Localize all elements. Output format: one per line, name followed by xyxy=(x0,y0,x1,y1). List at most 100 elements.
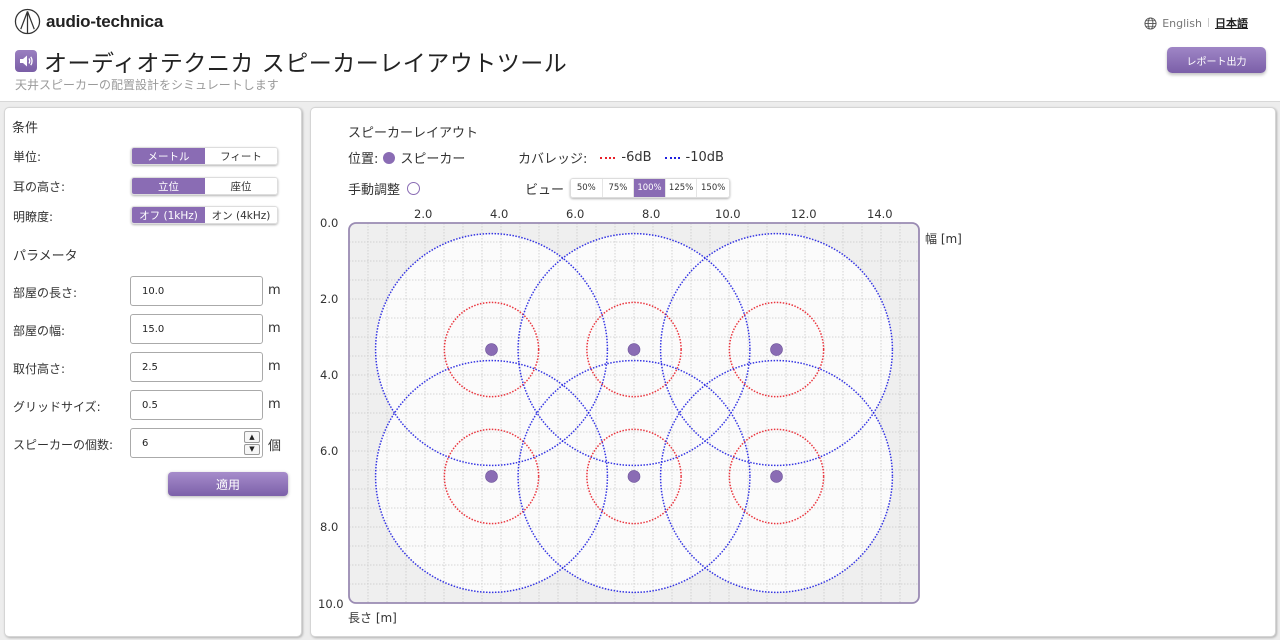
unit-label: 単位: xyxy=(13,150,42,164)
room-border xyxy=(348,222,920,604)
room-width-input[interactable]: 15.0 xyxy=(130,314,263,344)
coverage-10db-circle xyxy=(374,232,609,467)
speaker-dot-icon xyxy=(383,151,396,164)
mount-height-input[interactable]: 2.5 xyxy=(130,352,263,382)
y-tick: 4.0 xyxy=(320,368,339,382)
mount-height-label: 取付高さ: xyxy=(13,362,66,376)
speaker-count-label: スピーカーの個数: xyxy=(13,438,114,452)
speaker-marker[interactable] xyxy=(627,470,641,483)
ear-height-label: 耳の高さ: xyxy=(13,180,66,194)
speaker-marker[interactable] xyxy=(485,470,498,483)
brand-logo[interactable]: audio-technica xyxy=(14,8,163,35)
page-title: オーディオテクニカ スピーカーレイアウトツール xyxy=(15,44,567,78)
clarity-option-off[interactable]: オフ (1kHz) xyxy=(132,207,205,223)
speaker-marker[interactable] xyxy=(627,343,641,356)
room-length-input[interactable]: 10.0 xyxy=(130,276,263,306)
language-english-link[interactable]: English xyxy=(1162,16,1202,30)
report-export-button[interactable]: レポート出力 xyxy=(1167,47,1266,73)
speaker-count-unit: 個 xyxy=(268,439,282,454)
x-tick: 10.0 xyxy=(715,207,741,221)
language-separator: | xyxy=(1206,18,1210,28)
coverage-6db-circle xyxy=(586,428,682,525)
language-switcher: English | 日本語 xyxy=(1144,15,1248,31)
view-option-100[interactable]: 100% xyxy=(634,179,666,197)
mount-height-unit: m xyxy=(268,359,281,374)
y-tick: 8.0 xyxy=(320,520,339,534)
speaker-legend-label: スピーカー xyxy=(400,152,466,167)
y-tick: 10.0 xyxy=(318,597,344,611)
speaker-count-input[interactable]: 6 ▲ ▼ xyxy=(130,428,263,458)
language-japanese-link[interactable]: 日本語 xyxy=(1215,17,1248,30)
speaker-icon xyxy=(15,50,37,72)
x-tick: 2.0 xyxy=(414,207,433,221)
manual-adjust-radio[interactable] xyxy=(407,182,421,195)
y-axis-label: 長さ [m] xyxy=(348,611,397,625)
x-tick: 12.0 xyxy=(791,207,817,221)
coverage-10db-circle xyxy=(659,232,894,467)
room-length-unit: m xyxy=(268,283,281,298)
app-header: audio-technica オーディオテクニカ スピーカーレイアウトツール 天… xyxy=(0,0,1280,102)
conditions-title: 条件 xyxy=(12,121,39,136)
view-option-125[interactable]: 125% xyxy=(665,179,698,197)
view-option-150[interactable]: 150% xyxy=(697,179,729,197)
speaker-count-value: 6 xyxy=(142,437,149,449)
coverage-10db-circle xyxy=(517,232,751,467)
y-tick: 2.0 xyxy=(320,292,339,306)
speaker-marker[interactable] xyxy=(485,343,498,356)
grid-size-input[interactable]: 0.5 xyxy=(130,390,263,420)
y-tick: 0.0 xyxy=(320,216,339,230)
page-title-text: オーディオテクニカ スピーカーレイアウトツール xyxy=(44,51,568,77)
unit-toggle: メートル フィート xyxy=(131,147,278,165)
coverage-10db-circle xyxy=(374,359,609,594)
coverage-10db-circle xyxy=(517,359,751,594)
view-option-50[interactable]: 50% xyxy=(571,179,603,197)
grid-size-unit: m xyxy=(268,397,281,412)
x-tick: 14.0 xyxy=(867,207,893,221)
speaker-marker[interactable] xyxy=(770,343,783,356)
clarity-option-on[interactable]: オン (4kHz) xyxy=(205,207,277,223)
room-width-label: 部屋の幅: xyxy=(13,324,66,338)
coverage-label: カバレッジ: xyxy=(518,152,588,167)
coverage-6db-circle xyxy=(586,301,682,398)
manual-adjust: 手動調整 xyxy=(348,179,421,198)
position-label: 位置: xyxy=(348,152,379,167)
ear-height-option-standing[interactable]: 立位 xyxy=(132,178,205,194)
y-tick: 6.0 xyxy=(320,444,339,458)
parameters-title: パラメータ xyxy=(13,249,78,264)
audio-technica-logo-icon xyxy=(14,8,41,35)
coverage-10db-circle xyxy=(659,359,894,594)
dotted-line-blue-icon xyxy=(664,156,680,159)
brand-name: audio-technica xyxy=(46,11,164,31)
layout-title: スピーカーレイアウト xyxy=(348,126,479,141)
clarity-label: 明瞭度: xyxy=(13,210,54,224)
globe-icon xyxy=(1144,16,1157,30)
coverage-6db-circle xyxy=(728,301,825,398)
stepper-up-icon[interactable]: ▲ xyxy=(244,431,260,443)
dotted-line-red-icon xyxy=(600,156,616,159)
unit-option-meter[interactable]: メートル xyxy=(132,148,205,164)
position-legend: 位置: スピーカー xyxy=(348,148,465,167)
unit-option-feet[interactable]: フィート xyxy=(205,148,277,164)
coverage-legend: カバレッジ: -6dB -10dB xyxy=(518,148,724,167)
speaker-marker[interactable] xyxy=(770,470,783,483)
coverage-6db-label: -6dB xyxy=(621,150,652,165)
coverage-6db-circle xyxy=(443,301,540,398)
room-width-unit: m xyxy=(268,321,281,336)
grid-size-label: グリッドサイズ: xyxy=(13,400,101,414)
view-zoom-toggle: 50% 75% 100% 125% 150% xyxy=(570,178,730,198)
x-axis-label: 幅 [m] xyxy=(925,232,962,246)
apply-button[interactable]: 適用 xyxy=(168,472,288,496)
x-tick: 4.0 xyxy=(490,207,509,221)
coverage-6db-circle xyxy=(443,428,540,525)
page-subtitle: 天井スピーカーの配置設計をシミュレートします xyxy=(15,78,279,92)
speaker-layout-plot[interactable] xyxy=(348,222,920,605)
view-label: ビュー xyxy=(525,183,565,198)
view-option-75[interactable]: 75% xyxy=(602,179,635,197)
clarity-toggle: オフ (1kHz) オン (4kHz) xyxy=(131,206,278,224)
ear-height-toggle: 立位 座位 xyxy=(131,177,278,195)
room-length-label: 部屋の長さ: xyxy=(13,286,78,300)
coverage-6db-circle xyxy=(728,428,825,525)
stepper-down-icon[interactable]: ▼ xyxy=(244,443,260,455)
ear-height-option-seated[interactable]: 座位 xyxy=(205,178,277,194)
x-tick: 8.0 xyxy=(642,207,661,221)
